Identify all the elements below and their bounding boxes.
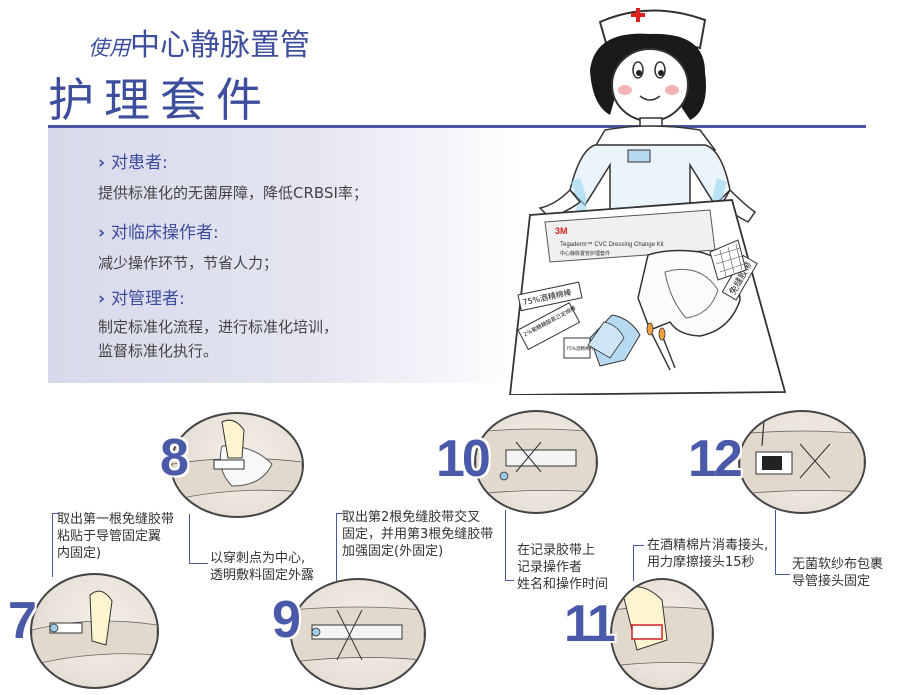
- step-7-leader: [52, 513, 59, 577]
- benefit-patient: ›对患者: 提供标准化的无菌屏障，降低CRBSI率；: [98, 148, 518, 205]
- chevron-right-icon: ›: [98, 223, 106, 243]
- step-8-number: 8: [160, 429, 189, 487]
- kit-product-cn: 中心静脉置管护理套件: [560, 250, 610, 257]
- nurse-illustration: 3M Tegaderm™ CVC Dressing Change Kit 中心静…: [509, 8, 787, 395]
- step-12-leader: [775, 510, 790, 575]
- benefit-heading: 对管理者:: [111, 289, 185, 309]
- step-9-leader: [336, 513, 343, 581]
- page-title: 护理套件: [48, 73, 272, 127]
- step-10-leader: [505, 510, 514, 581]
- step-9-illustration: [290, 578, 426, 690]
- step-12-text: 无菌软纱布包裹 导管接头固定: [792, 557, 884, 589]
- benefit-heading: 对患者:: [111, 153, 168, 173]
- step-11-number: 11: [564, 595, 616, 653]
- chevron-right-icon: ›: [98, 289, 106, 309]
- benefit-manager: ›对管理者: 制定标准化流程，进行标准化培训， 监督标准化执行。: [98, 284, 518, 363]
- subtitle: 使用中心静脉置管: [88, 20, 310, 64]
- step-12-illustration: [738, 410, 866, 514]
- step-8-leader: [189, 514, 208, 564]
- benefit-text: 提供标准化的无菌屏障，降低CRBSI率；: [98, 184, 368, 202]
- step-7-number: 7: [8, 592, 37, 650]
- title-divider: [48, 125, 866, 128]
- step-9-number: 9: [272, 591, 301, 649]
- benefit-text: 减少操作环节，节省人力；: [98, 254, 279, 272]
- step-11-text: 在酒精棉片消毒接头, 用力摩擦接头15秒: [647, 538, 769, 570]
- kit-alcohol-pad-label: 75%酒精棉片: [566, 345, 595, 352]
- step-10-illustration: [474, 410, 598, 514]
- benefit-text: 制定标准化流程，进行标准化培训，: [98, 318, 339, 336]
- step-11-leader: [633, 545, 644, 581]
- benefit-heading: 对临床操作者:: [111, 223, 219, 243]
- step-9-text: 取出第2根免缝胶带交叉 固定，并用第3根免缝胶带 加强固定(外固定): [342, 510, 494, 559]
- step-12-number: 12: [688, 430, 743, 488]
- step-7-text: 取出第一根免缝胶带 粘贴于导管固定翼 内固定): [57, 512, 175, 561]
- step-10-number: 10: [436, 430, 491, 488]
- benefit-text: 监督标准化执行。: [98, 342, 219, 360]
- benefits-panel: ›对患者: 提供标准化的无菌屏障，降低CRBSI率； ›对临床操作者: 减少操作…: [48, 128, 518, 383]
- benefit-clinician: ›对临床操作者: 减少操作环节，节省人力；: [98, 218, 518, 275]
- step-11-illustration: [610, 578, 714, 690]
- step-7-illustration: [30, 573, 159, 689]
- step-8-text: 以穿刺点为中心, 透明敷料固定外露: [210, 551, 315, 583]
- step-10-text: 在记录胶带上 记录操作者 姓名和操作时间: [517, 543, 609, 592]
- kit-product: Tegaderm™ CVC Dressing Change Kit: [560, 241, 664, 248]
- chevron-right-icon: ›: [98, 153, 106, 173]
- subtitle-main: 中心静脉置管: [130, 28, 310, 63]
- subtitle-prefix: 使用: [88, 36, 130, 60]
- kit-brand: 3M: [555, 226, 568, 236]
- step-8-illustration: [170, 412, 304, 518]
